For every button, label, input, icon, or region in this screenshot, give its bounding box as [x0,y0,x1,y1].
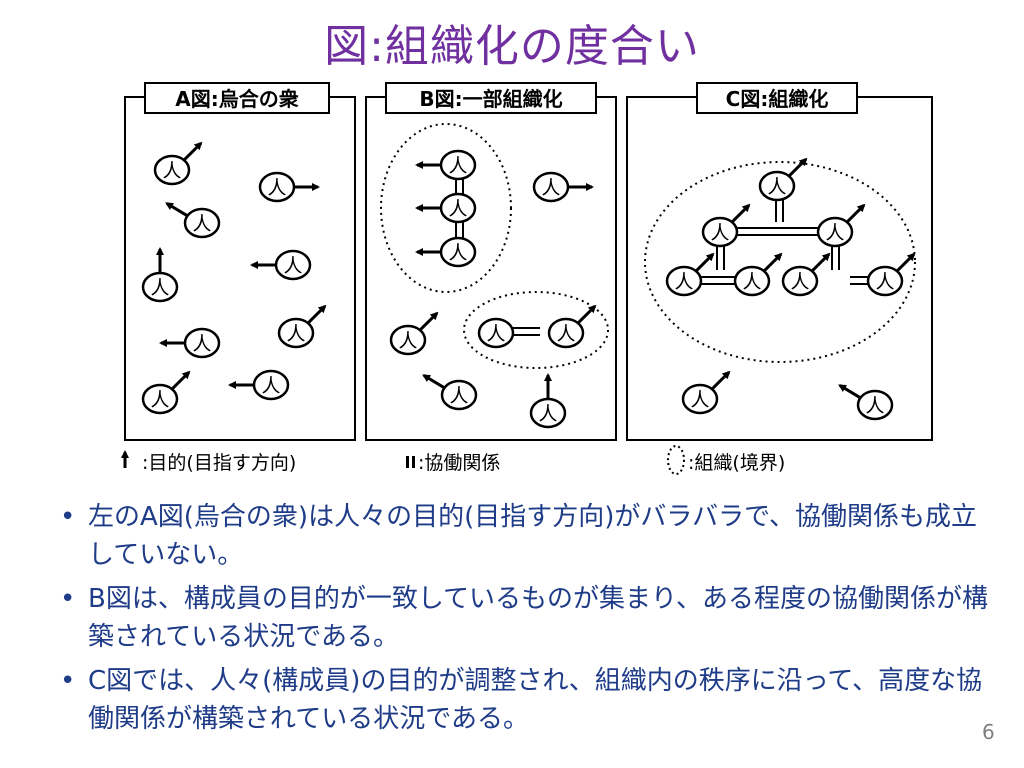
purpose-arrow [306,304,327,325]
slide-title: 図:組織化の度合い [324,21,700,72]
person-glyph: 人 [448,242,467,264]
page-number: 6 [982,720,995,744]
person-circle [440,379,478,411]
purpose-arrow [418,311,439,332]
person-circle [389,324,427,356]
person-glyph: 人 [742,271,761,293]
panel-a-label: A図:烏合の衆 [175,87,298,111]
person-circle [733,265,771,297]
person-circle [681,383,719,415]
person-circle [816,216,854,248]
person-glyph: 人 [150,389,169,411]
cooperation-links [455,177,870,336]
person-circle [866,265,904,297]
purpose-arrow [810,252,831,273]
person-glyph: 人 [875,271,894,293]
person-glyph: 人 [486,323,505,345]
purpose-arrow [845,203,866,224]
purpose-arrow [787,157,808,178]
person-glyph: 人 [449,385,468,407]
person-glyph: 人 [865,395,884,417]
person-circle [153,154,191,186]
bullet-item: C図では、人々(構成員)の目的が調整され、組織内の秩序に沿って、高度な協働関係が… [60,662,1000,738]
persons: 人人人人人人人人人人人人人人人人人人人人人人人人人人人 [141,141,916,429]
legend-org-boundary-icon [667,445,685,475]
person-glyph: 人 [825,222,844,244]
person-glyph: 人 [261,375,280,397]
person-glyph: 人 [162,160,181,182]
panel-b-label: B図:一部組織化 [419,87,562,111]
person-glyph: 人 [790,271,809,293]
person-glyph: 人 [192,213,211,235]
person-circle [758,170,796,202]
purpose-arrow [838,384,862,400]
purpose-arrow [170,370,191,391]
purpose-arrow [710,370,731,391]
purpose-arrow [165,202,189,218]
person-glyph: 人 [538,403,557,425]
purpose-arrow [182,141,203,162]
purpose-arrow [422,374,446,390]
purpose-arrow [576,304,597,325]
person-glyph: 人 [448,155,467,177]
person-circle [856,389,894,421]
person-glyph: 人 [150,277,169,299]
person-glyph: 人 [767,176,786,198]
person-circle [277,317,315,349]
person-circle [781,265,819,297]
person-glyph: 人 [286,323,305,345]
org-boundary-c [644,161,916,363]
purpose-arrow [895,252,916,273]
panel-c-label: C図:組織化 [726,87,829,111]
person-glyph: 人 [192,333,211,355]
person-circle [183,207,221,239]
person-circle [701,216,739,248]
org-boundary-b-right [463,291,609,369]
person-glyph: 人 [448,198,467,220]
person-circle [477,317,515,349]
panel-b-frame [365,96,617,441]
legend-cooperation-text: :協働関係 [418,452,501,474]
person-glyph: 人 [398,330,417,352]
purpose-arrow [730,203,751,224]
purpose-arrow [762,252,783,273]
person-glyph: 人 [710,222,729,244]
person-glyph: 人 [283,255,302,277]
legend-organization-text: :組織(境界) [688,452,786,474]
legend-purpose-text: :目的(目指す方向) [142,452,297,474]
person-glyph: 人 [674,271,693,293]
person-glyph: 人 [556,323,575,345]
bullet-item: B図は、構成員の目的が一致しているものが集まり、ある程度の協働関係が構築されてい… [60,580,1000,656]
organization-diagram: A図:烏合の衆 B図:一部組織化 C図:組織化 人人人人人人人人人人人人人人人人… [121,82,933,475]
person-glyph: 人 [541,177,560,199]
purpose-arrow [694,252,715,273]
bullet-item: 左のA図(烏合の衆)は人々の目的(目指す方向)がバラバラで、協働関係も成立してい… [60,498,1000,574]
org-boundary-b-left [380,123,512,293]
person-glyph: 人 [690,389,709,411]
person-circle [665,265,703,297]
person-glyph: 人 [267,177,286,199]
person-circle [547,317,585,349]
person-circle [141,383,179,415]
bullet-list: 左のA図(烏合の衆)は人々の目的(目指す方向)がバラバラで、協働関係も成立してい… [60,498,1000,744]
